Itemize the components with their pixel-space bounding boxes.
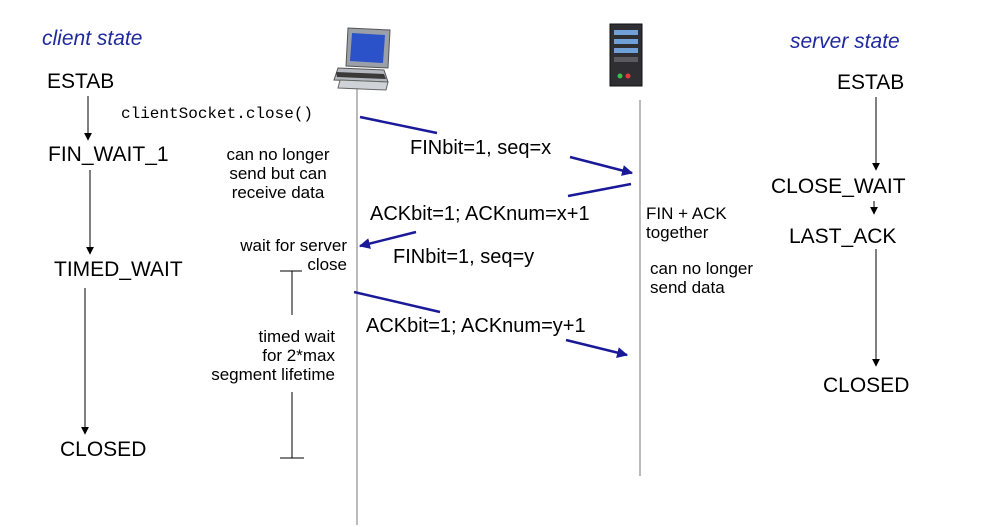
timed-wait-bracket [280,270,304,459]
message-label-ack-server: ACKbit=1; ACKnum=x+1 [370,203,590,225]
client-state-header: client state [42,27,143,50]
socket-close-call: clientSocket.close() [121,105,314,123]
message-label-fin-client: FINbit=1, seq=x [410,137,552,159]
note-line: together [646,223,709,242]
client-state-timed-wait: TIMED_WAIT [54,258,183,281]
server-note-no-send: can no longer send data [650,259,753,297]
server-note-fin-ack: FIN + ACK together [646,204,727,242]
message-label-fin-server: FINbit=1, seq=y [393,246,535,268]
server-state-close-wait: CLOSE_WAIT [771,175,906,198]
client-note-wait-server: wait for server close [200,236,347,274]
note-line: send but can [229,164,327,183]
server-state-closed: CLOSED [823,374,910,397]
note-line: receive data [231,183,325,202]
server-state-last-ack: LAST_ACK [789,225,897,248]
note-line: close [307,255,347,274]
client-state-fin-wait-1: FIN_WAIT_1 [48,143,169,166]
server-tower-icon [609,23,643,87]
message-arrow-fin-client [569,155,634,176]
client-state-estab: ESTAB [47,70,115,93]
message-arrow-fin-client [359,115,438,135]
server-state-header: server state [790,30,900,53]
message-arrow-ack-server [567,182,632,198]
note-line: for 2*max [262,346,335,365]
desktop-computer-icon [333,27,391,91]
note-line: FIN + ACK [646,204,727,223]
message-arrow-ack-client [565,338,629,358]
note-line: can no longer [226,145,330,164]
message-arrow-ack-server [358,230,417,249]
message-label-ack-client: ACKbit=1; ACKnum=y+1 [366,315,586,337]
server-state-estab: ESTAB [837,71,905,94]
note-line: can no longer [650,259,754,278]
client-note-no-send: can no longer send but can receive data [212,145,344,202]
note-line: send data [650,278,725,297]
note-line: wait for server [240,236,347,255]
client-state-closed: CLOSED [60,438,147,461]
note-line: segment lifetime [211,365,335,384]
client-note-timed-wait: timed wait for 2*max segment lifetime [180,327,335,384]
message-arrow-ack-client [353,290,441,314]
note-line: timed wait [258,327,335,346]
